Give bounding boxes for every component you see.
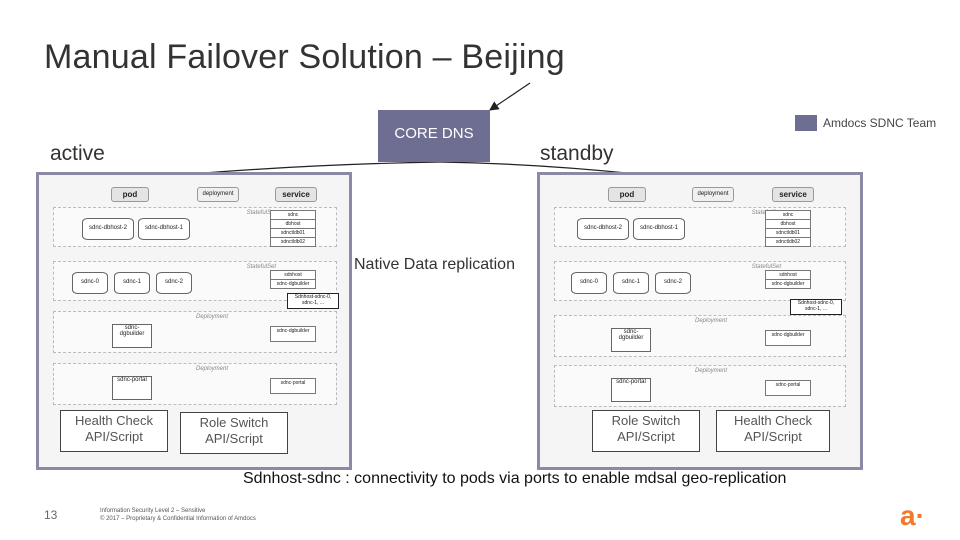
sdnc-pod: sdnc-0 xyxy=(571,272,607,294)
sdnhost-sticky-note: Sdnhost-sdnc-0, sdnc-1, ... xyxy=(790,299,842,315)
standby-health-check-button[interactable]: Health Check API/Script xyxy=(716,410,830,452)
dns-arrow xyxy=(489,82,531,111)
pod-header: pod xyxy=(608,187,646,202)
sdnc-pod: sdnc-1 xyxy=(613,272,649,294)
deployment-portal-row: Deployment sdnc-portal sdnc-portal xyxy=(554,365,846,407)
service-box: sdnc-portal xyxy=(270,378,316,394)
statefulset-sdnc-row: StatefulSet sdnc-0 sdnc-1 sdnc-2 sdnhost… xyxy=(554,261,846,301)
deployment-portal-row: Deployment sdnc-portal sdnc-portal xyxy=(53,363,337,405)
active-role-switch-button[interactable]: Role Switch API/Script xyxy=(180,412,288,454)
db-pod: sdnc-dbhost-1 xyxy=(138,218,190,240)
service-box: sdnc-portal xyxy=(765,380,811,396)
service-box: sdnctldb02 xyxy=(270,237,316,247)
page-title: Manual Failover Solution – Beijing xyxy=(44,38,565,76)
page-number: 13 xyxy=(44,508,58,522)
service-box: sdnc-dgbuilder xyxy=(765,330,811,346)
dgbuilder-pod: sdnc-dgbuilder xyxy=(112,324,152,348)
footer-text: Information Security Level 2 – Sensitive… xyxy=(100,507,256,523)
db-pod: sdnc-dbhost-2 xyxy=(82,218,134,240)
core-dns-box: CORE DNS xyxy=(378,110,490,162)
standby-role-switch-button[interactable]: Role Switch API/Script xyxy=(592,410,700,452)
portal-pod: sdnc-portal xyxy=(112,376,152,400)
statefulset-label: StatefulSet xyxy=(751,264,781,270)
amdocs-logo-icon: a· xyxy=(900,500,925,531)
service-box: sdnc-dgbuilder xyxy=(270,279,316,289)
connectivity-note: Sdnhost-sdnc : connectivity to pods via … xyxy=(243,470,787,487)
deployment-header: deployment xyxy=(197,187,239,202)
sdnc-pod: sdnc-2 xyxy=(156,272,192,294)
db-pod: sdnc-dbhost-2 xyxy=(577,218,629,240)
db-pod: sdnc-dbhost-1 xyxy=(633,218,685,240)
statefulset-label: StatefulSet xyxy=(246,264,276,270)
site-label-standby: standby xyxy=(540,142,614,165)
legend-label: Amdocs SDNC Team xyxy=(823,116,937,130)
statefulset-label: StatefulSet xyxy=(246,210,276,216)
site-label-active: active xyxy=(50,142,105,165)
portal-pod: sdnc-portal xyxy=(611,378,651,402)
sdnc-pod: sdnc-2 xyxy=(655,272,691,294)
service-box: sdnctldb02 xyxy=(765,237,811,247)
deployment-label: Deployment xyxy=(196,314,229,320)
standby-cluster: pod deployment service StatefulSet sdnc-… xyxy=(537,172,863,470)
deployment-label: Deployment xyxy=(695,318,728,324)
statefulset-db-row: StatefulSet sdnc-dbhost-2 sdnc-dbhost-1 … xyxy=(554,207,846,247)
footer-line-2: © 2017 – Proprietary & Confidential Info… xyxy=(100,516,256,522)
deployment-label: Deployment xyxy=(695,368,728,374)
deployment-label: Deployment xyxy=(196,366,229,372)
statefulset-db-row: StatefulSet sdnc-dbhost-2 sdnc-dbhost-1 … xyxy=(53,207,337,247)
native-replication-label: Native Data replication xyxy=(354,256,515,274)
dgbuilder-pod: sdnc-dgbuilder xyxy=(611,328,651,352)
deployment-dg-row: Deployment sdnc-dgbuilder sdnc-dgbuilder xyxy=(554,315,846,357)
deployment-dg-row: Deployment sdnc-dgbuilder sdnc-dgbuilder xyxy=(53,311,337,353)
service-header: service xyxy=(275,187,317,202)
legend-swatch xyxy=(795,115,817,131)
footer-line-1: Information Security Level 2 – Sensitive xyxy=(100,508,206,514)
sdnc-pod: sdnc-1 xyxy=(114,272,150,294)
deployment-header: deployment xyxy=(692,187,734,202)
service-header: service xyxy=(772,187,814,202)
pod-header: pod xyxy=(111,187,149,202)
service-box: sdnc-dgbuilder xyxy=(765,279,811,289)
active-health-check-button[interactable]: Health Check API/Script xyxy=(60,410,168,452)
service-box: sdnc-dgbuilder xyxy=(270,326,316,342)
sdnhost-sticky-note: Sdnhost-sdnc-0, sdnc-1, ... xyxy=(287,293,339,309)
sdnc-pod: sdnc-0 xyxy=(72,272,108,294)
